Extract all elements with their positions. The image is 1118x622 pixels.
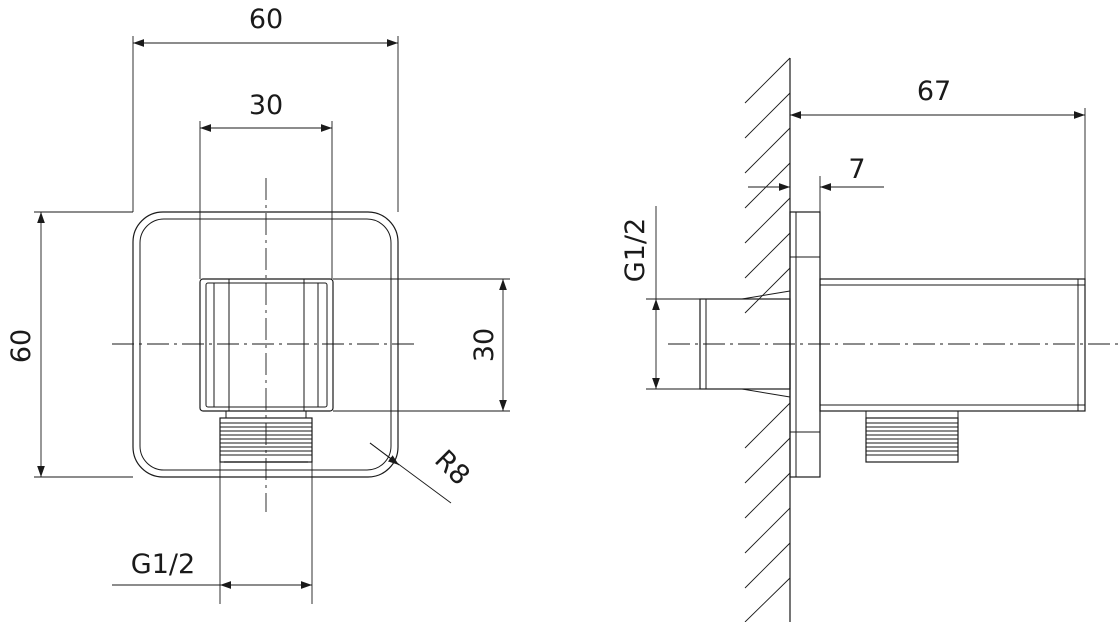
flange-label: 7 [848, 154, 865, 185]
side-view: 67 7 G1/2 [620, 57, 1118, 622]
dimension-flange-7: 7 [748, 154, 884, 212]
dimension-inner-width-30: 30 [199, 90, 333, 279]
dimension-height-60: 60 [6, 211, 133, 478]
front-plate-inner-edge [139, 218, 392, 471]
depth-label: 67 [917, 76, 951, 107]
side-thread-label: G1/2 [620, 218, 651, 282]
dimension-side-thread: G1/2 [620, 206, 700, 390]
side-flange [789, 211, 821, 478]
dimension-width-60: 60 [132, 4, 399, 212]
dimension-depth-67: 67 [790, 76, 1086, 279]
wall-hatching [744, 57, 791, 622]
radius-label: R8 [428, 444, 475, 491]
front-thread-label: G1/2 [131, 549, 195, 580]
inner-width-label: 30 [249, 90, 283, 121]
front-plate-outline [132, 211, 399, 478]
height-label: 60 [6, 329, 37, 363]
wall [744, 57, 791, 622]
outlet-body [199, 278, 334, 412]
dimension-front-thread: G1/2 [112, 462, 313, 604]
side-bottom-thread [865, 411, 959, 463]
inner-height-label: 30 [469, 328, 500, 362]
front-view: 60 30 60 30 R8 [6, 4, 510, 604]
width-label: 60 [249, 4, 283, 35]
side-outlet-body [819, 278, 1086, 412]
outlet-body-inner [205, 282, 328, 408]
radius-leader-r8: R8 [369, 442, 476, 504]
dimension-inner-height-30: 30 [333, 278, 510, 412]
